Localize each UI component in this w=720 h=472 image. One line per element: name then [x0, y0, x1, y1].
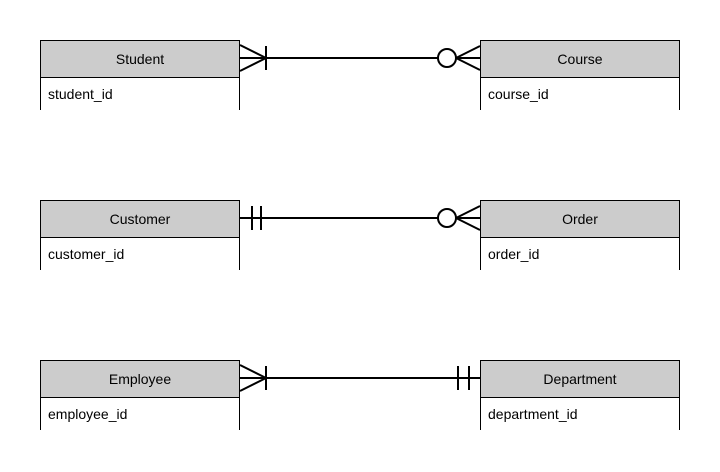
entity-order[interactable]: Order order_id — [480, 200, 680, 270]
cardinality-one-or-many-left — [239, 44, 267, 72]
relationship-customer-order — [240, 205, 481, 231]
entity-attribute: course_id — [481, 78, 679, 110]
cardinality-zero-or-many-right — [437, 205, 481, 231]
entity-name: Order — [481, 201, 679, 238]
relationship-student-course — [239, 44, 481, 72]
entity-student[interactable]: Student student_id — [40, 40, 240, 110]
relationship-employee-department — [239, 364, 480, 392]
entity-name: Course — [481, 41, 679, 78]
cardinality-one-or-many-left — [239, 364, 267, 392]
entity-attribute: customer_id — [41, 238, 239, 270]
entity-attribute: order_id — [481, 238, 679, 270]
entity-customer[interactable]: Customer customer_id — [40, 200, 240, 270]
entity-attribute: employee_id — [41, 398, 239, 430]
entity-name: Department — [481, 361, 679, 398]
entity-department[interactable]: Department department_id — [480, 360, 680, 430]
entity-attribute: student_id — [41, 78, 239, 110]
entity-employee[interactable]: Employee employee_id — [40, 360, 240, 430]
entity-name: Customer — [41, 201, 239, 238]
cardinality-zero-or-many-right — [437, 45, 481, 71]
cardinality-exactly-one-right — [457, 366, 470, 390]
entity-name: Employee — [41, 361, 239, 398]
entity-attribute: department_id — [481, 398, 679, 430]
cardinality-exactly-one-left — [251, 206, 262, 230]
entity-course[interactable]: Course course_id — [480, 40, 680, 110]
entity-name: Student — [41, 41, 239, 78]
